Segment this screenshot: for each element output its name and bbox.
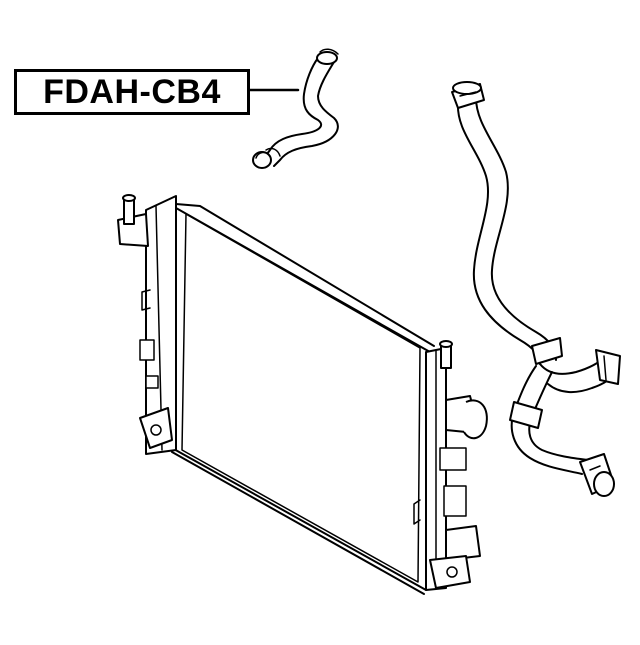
radiator [117,194,488,595]
part-number-label: FDAH-CB4 [14,69,250,115]
lower-radiator-hose [451,81,621,497]
upper-radiator-hose [252,48,339,169]
